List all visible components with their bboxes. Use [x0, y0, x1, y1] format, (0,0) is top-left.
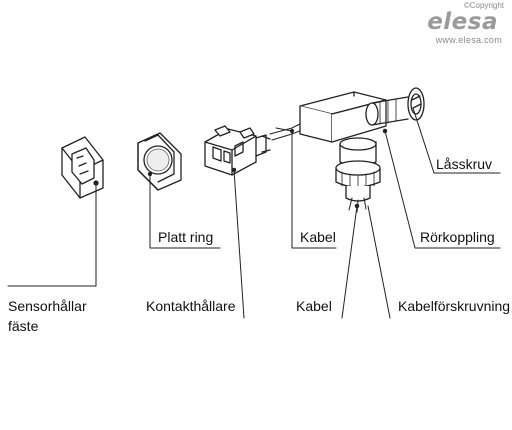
leader-sensor-holder [7, 182, 97, 287]
leader-locking-screw [412, 107, 501, 174]
leader-cable-gland [367, 205, 391, 319]
leader-cable-upper [291, 130, 337, 249]
copyright-text: ©Copyright [463, 1, 504, 10]
label-locking-screw: Låsskruv [436, 156, 493, 172]
leader-contact-holder [233, 169, 245, 319]
contact-holder-part [204, 125, 271, 176]
label-cable-gland: Kabelförskruvning [398, 298, 511, 314]
cable-gland-part [335, 137, 381, 213]
flat-ring-part [137, 132, 182, 191]
cable-wires-upper [269, 123, 303, 141]
leader-pipe-coupling [384, 130, 501, 249]
label-cable-lower: Kabel [296, 298, 332, 314]
label-cable-upper: Kabel [300, 229, 336, 245]
label-pipe-coupling: Rörkoppling [420, 229, 495, 245]
label-sensor-holder-line2: fäste [8, 318, 39, 334]
label-sensor-holder-line1: Sensorhållar [8, 298, 87, 314]
leader-cable-lower [341, 205, 358, 319]
brand-wordmark: elesa [427, 9, 498, 35]
elesa-logo: ©Copyright elesa www.elesa.com [427, 0, 508, 48]
label-flat-ring: Platt ring [158, 229, 214, 245]
leader-flat-ring [149, 173, 221, 249]
label-contact-holder: Kontakthållare [146, 298, 236, 314]
brand-url: www.elesa.com [435, 35, 502, 45]
leader-lines [7, 107, 501, 319]
sensor-holder-bracket [61, 136, 104, 199]
